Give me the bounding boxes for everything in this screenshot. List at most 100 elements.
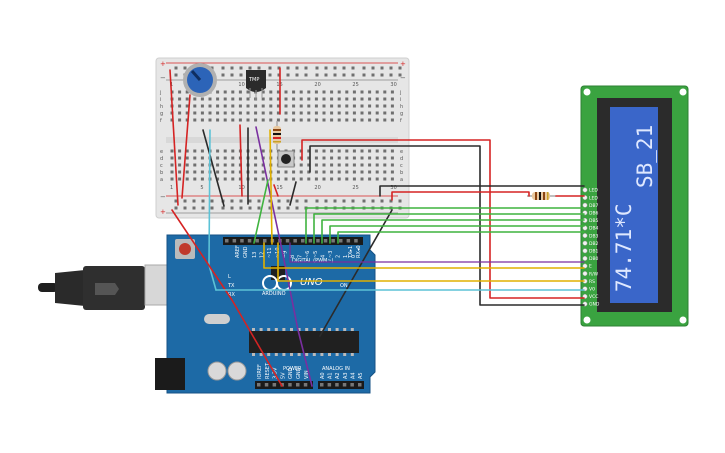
wire-yellow <box>263 242 585 269</box>
push-button[interactable] <box>277 150 295 168</box>
wire-black <box>309 145 585 306</box>
gnd-label: GND <box>243 246 249 258</box>
lcd-pin-label: DB4 <box>589 226 599 232</box>
row-letter: j <box>159 90 161 96</box>
row-letter: a <box>160 177 163 183</box>
lcd-pin-label: DB3 <box>589 233 599 239</box>
digital-pin-label: ~6 <box>305 251 311 258</box>
rail-plus-bottom: + <box>160 208 166 216</box>
lcd-pin-label: VCC <box>589 294 598 300</box>
digital-pin-label: 4 <box>320 255 326 258</box>
power-pin-label: 5V <box>280 372 286 379</box>
wire-purple <box>289 242 585 263</box>
analog-pin-label: A4 <box>350 372 356 379</box>
lcd-pin-label: RS <box>589 279 595 285</box>
column-number: 5 <box>200 185 203 191</box>
lcd-line-1: 74.71*C <box>612 203 636 292</box>
wire-black <box>289 181 297 206</box>
digital-pin-label: ~5 <box>313 251 319 258</box>
wire-yellow <box>269 129 273 245</box>
chip-pins <box>252 328 354 356</box>
digital-pin-label: ~3 <box>328 251 334 258</box>
power-pin-label: 3.3V <box>273 367 279 379</box>
digital-pin-label: 1 <box>343 255 349 258</box>
tx-side-label: TX▸1 <box>348 246 354 259</box>
potentiometer[interactable] <box>183 63 217 97</box>
row-letter: e <box>160 149 163 155</box>
row-letter: a <box>400 177 403 183</box>
row-letter: c <box>160 163 163 169</box>
aref-label: AREF <box>235 245 241 258</box>
wire-green <box>313 213 585 244</box>
analog-pin-label: A3 <box>343 372 349 379</box>
row-letter: i <box>160 97 161 103</box>
wire-green <box>253 179 269 244</box>
power-pin-label: GND <box>288 367 294 379</box>
digital-pin-label: 8 <box>290 255 296 258</box>
column-number: 1 <box>170 185 173 191</box>
row-letter: h <box>160 104 163 110</box>
atmega-chip <box>249 331 359 353</box>
row-letter: i <box>400 97 401 103</box>
arduino-brand-label: ARDUINO <box>262 291 286 297</box>
row-letter: d <box>400 156 403 162</box>
wire-black <box>319 209 393 337</box>
digital-header <box>223 237 363 245</box>
wire-red <box>391 191 530 201</box>
rail-minus-top-right: − <box>400 74 406 82</box>
row-letter: f <box>160 118 162 124</box>
l-label: L <box>228 274 231 280</box>
power-header-label: POWER <box>283 366 302 372</box>
capacitor <box>227 361 247 381</box>
row-letter: h <box>400 104 403 110</box>
analog-pin-label: A0 <box>320 372 326 379</box>
wire-green <box>321 219 585 244</box>
arduino-uno-board[interactable]: ARDUINO UNO DIGITAL (PWM~) ANALOG IN POW… <box>38 234 376 394</box>
resistor-vertical <box>273 121 281 150</box>
lcd-pin-label: LED <box>589 188 598 194</box>
lcd-pin-label: DB0 <box>589 256 599 262</box>
rail-plus-top: + <box>160 60 166 68</box>
lcd-module[interactable]: 74.71*C SB_21 LEDLEDDB7DB6DB5DB4DB3DB2DB… <box>580 85 689 327</box>
digital-pin-label: 2 <box>336 255 342 258</box>
digital-pin-holes <box>225 239 358 243</box>
digital-pin-label: ~11 <box>267 247 273 258</box>
wire-green <box>337 231 585 244</box>
rx-label: RX <box>228 292 235 298</box>
wire-black <box>379 185 585 197</box>
column-number: 10 <box>238 82 244 88</box>
digital-pin-label: 7 <box>298 255 304 258</box>
power-jack <box>155 358 185 390</box>
row-letter: b <box>160 170 163 176</box>
row-letter: e <box>400 149 403 155</box>
analog-pin-label: A5 <box>358 372 364 379</box>
usb-cable <box>38 266 145 310</box>
lcd-pin-label: DB1 <box>589 249 599 255</box>
digital-pin-label: ~9 <box>282 251 288 258</box>
wire-yellow <box>277 242 585 282</box>
analog-header <box>318 381 364 389</box>
lcd-screen <box>610 107 658 303</box>
rail-minus-bottom: − <box>160 193 166 201</box>
rail-minus-top: − <box>160 74 166 82</box>
sensor-label: TMP <box>248 77 259 83</box>
temperature-sensor[interactable]: TMP <box>246 70 266 100</box>
column-number: 20 <box>314 82 320 88</box>
digital-header-label: DIGITAL (PWM~) <box>292 258 334 264</box>
lcd-pin-label: DB5 <box>589 218 599 224</box>
wire-red <box>301 139 585 299</box>
power-pin-label: GND <box>296 367 302 379</box>
power-header <box>255 381 313 389</box>
power-pin-label: RESET <box>265 362 271 379</box>
wire-red <box>171 209 283 387</box>
wire-red <box>181 94 191 199</box>
lcd-pin-label: V0 <box>589 287 595 293</box>
crystal <box>204 314 230 324</box>
wire-green <box>305 207 585 244</box>
lcd-pin-labels: LEDLEDDB7DB6DB5DB4DB3DB2DB1DB0ER/WRSV0VC… <box>589 188 600 308</box>
row-letter: b <box>400 170 403 176</box>
digital-pin-label: 0 <box>351 255 357 258</box>
